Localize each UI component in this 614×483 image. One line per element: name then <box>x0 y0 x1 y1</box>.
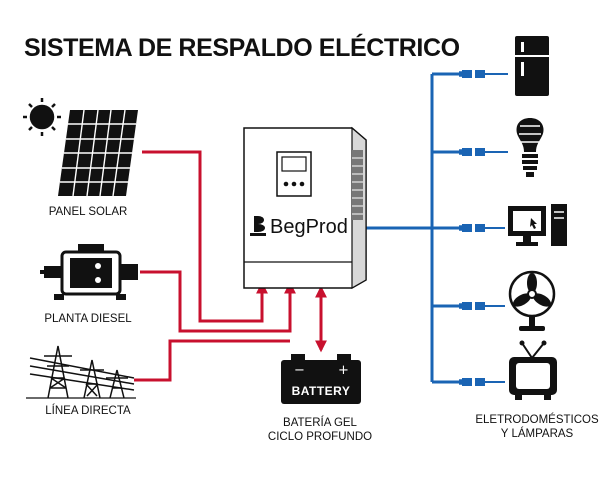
source-label-diesel: PLANTA DIESEL <box>44 313 132 325</box>
plug-icon <box>459 224 505 232</box>
computer-icon <box>508 204 567 246</box>
battery-label-line1: BATERÍA GEL <box>283 416 358 429</box>
battery-label-line2: CICLO PROFUNDO <box>268 431 372 443</box>
solar-panel-icon <box>58 109 138 197</box>
grid-to-inverter-line <box>134 339 290 382</box>
svg-text:+: + <box>338 363 349 378</box>
loads-label-line2: Y LÁMPARAS <box>501 427 574 440</box>
battery-plate-text: BATTERY <box>292 384 351 398</box>
sun-icon <box>23 98 61 136</box>
refrigerator-icon <box>515 36 549 96</box>
power-tower-icon <box>26 345 136 399</box>
inverter-brand: BegProd <box>270 216 348 238</box>
plug-icons <box>459 70 508 386</box>
source-label-solar: PANEL SOLAR <box>49 206 128 218</box>
svg-text:−: − <box>294 363 305 378</box>
input-connections <box>134 150 327 382</box>
diesel-to-inverter-line <box>140 270 296 333</box>
plug-icon <box>459 148 508 156</box>
solar-to-inverter-line <box>142 150 268 323</box>
diagram-title: SISTEMA DE RESPALDO ELÉCTRICO <box>24 33 460 62</box>
light-bulb-icon <box>516 118 544 177</box>
battery-icon: − + <box>281 354 361 404</box>
television-icon <box>509 340 557 400</box>
fan-icon <box>508 270 556 331</box>
plug-icon <box>459 70 508 78</box>
source-label-grid: LÍNEA DIRECTA <box>45 404 131 417</box>
plug-icon <box>459 378 505 386</box>
plug-icon <box>459 302 505 310</box>
inverter-icon <box>243 126 367 290</box>
loads-label-line1: ELETRODOMÉSTICOS <box>475 413 599 426</box>
brand-logo-icon <box>250 216 266 236</box>
diesel-generator-icon <box>40 244 138 300</box>
output-connections <box>365 72 462 384</box>
